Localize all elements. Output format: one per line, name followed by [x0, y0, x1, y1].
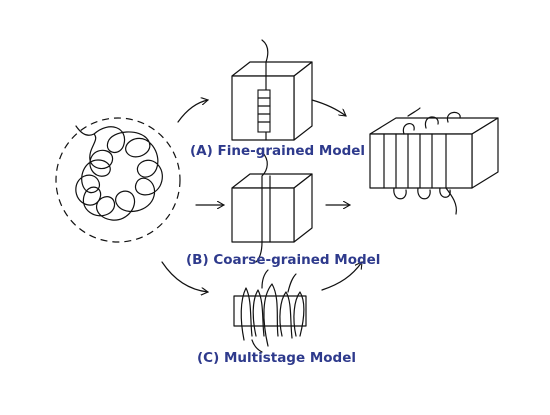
fine-grained-cube: [231, 39, 313, 141]
label-coarse-grained-model: (B) Coarse-grained Model: [186, 252, 381, 268]
arrow-fine-to-crystal: [311, 99, 346, 116]
coarse-grained-cube: [231, 151, 313, 263]
crystalline-lamella-cube: [369, 107, 499, 215]
label-multistage-model: (C) Multistage Model: [197, 350, 356, 366]
random-coil-polymer: [55, 117, 181, 243]
label-fine-grained-model: (A) Fine-grained Model: [190, 143, 366, 159]
dashed-boundary-circle: [55, 117, 181, 243]
arrow-multi-to-crystal: [321, 262, 362, 291]
polymer-chain: [75, 126, 163, 221]
segmented-chain: [257, 89, 271, 133]
arrow-to-multi: [161, 261, 208, 292]
multistage-model: [233, 269, 307, 353]
arrow-to-fine: [177, 100, 208, 123]
